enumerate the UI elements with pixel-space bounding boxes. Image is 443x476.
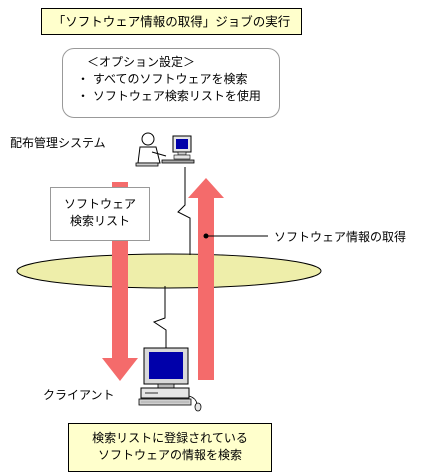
search-list-line-2: 検索リスト: [69, 214, 130, 228]
system-label: 配布管理システム: [10, 136, 106, 150]
upload-arrow: [188, 178, 224, 380]
job-title: 「ソフトウェア情報の取得」ジョブの実行: [52, 14, 291, 29]
desktop-computer-icon: [138, 347, 202, 412]
client-label: クライアント: [43, 388, 115, 402]
option-item-use-search-list: ・ ソフトウェア検索リストを使用: [77, 89, 261, 103]
info-leader-dot: [203, 233, 209, 239]
job-title-box: 「ソフトウェア情報の取得」ジョブの実行: [41, 8, 302, 35]
search-list-box: ソフトウェア 検索リスト: [50, 187, 150, 241]
server-network-line: [177, 167, 191, 255]
options-box: ＜オプション設定＞ ・ すべてのソフトウェアを検索 ・ ソフトウェア検索リストを…: [62, 48, 280, 118]
result-box: 検索リストに登録されている ソフトウェアの情報を検索: [68, 423, 272, 472]
client-network-line: [152, 286, 167, 350]
result-line-1: 検索リストに登録されている: [92, 431, 248, 445]
info-label: ソフトウェア情報の取得: [274, 230, 407, 244]
options-heading: ＜オプション設定＞: [87, 55, 196, 69]
search-list-line-1: ソフトウェア: [63, 197, 136, 211]
result-line-2: ソフトウェアの情報を検索: [97, 448, 242, 462]
user-at-computer-icon: [135, 132, 195, 167]
option-item-all-software: ・ すべてのソフトウェアを検索: [77, 72, 248, 86]
network-ellipse: [16, 253, 322, 289]
